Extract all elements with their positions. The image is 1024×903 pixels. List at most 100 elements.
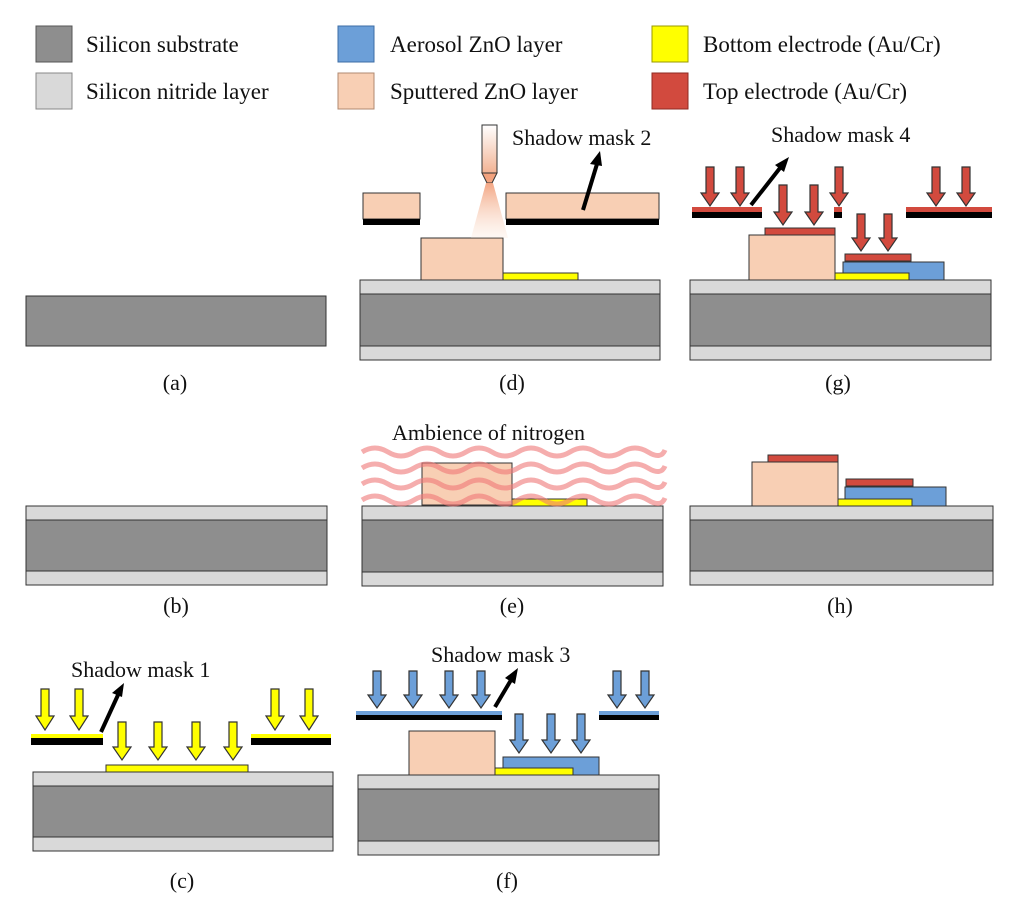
down-arrow-icon [111,721,133,762]
mask-right-coating [251,734,331,738]
legend-label-aerosol-zno: Aerosol ZnO layer [390,32,563,57]
panel-e: Ambience of nitrogen (e) [360,420,668,618]
legend-label-substrate: Silicon substrate [86,32,239,57]
nitride-bottom-layer [357,840,660,856]
legend-swatch-aerosol-zno [337,25,375,63]
panel-label-b: (b) [163,593,189,618]
legend-label-top-electrode: Top electrode (Au/Cr) [703,79,907,104]
panel-c: Shadow mask 1 (c) [31,657,334,893]
legend-swatch-top-electrode [651,72,689,110]
mask-left [692,212,762,218]
panel-label-f: (f) [496,868,518,893]
legend-item-sputtered-zno: Sputtered ZnO layer [337,72,578,110]
sputtered-zno-block [748,234,836,281]
mask-left-coating [31,734,103,738]
down-arrow-icon [729,166,751,208]
nitride-bottom-layer [25,570,328,586]
legend-label-nitride: Silicon nitride layer [86,79,269,104]
silicon-substrate [357,788,660,842]
annotation-mask4: Shadow mask 4 [771,122,910,147]
shadow-mask-2 [362,192,660,225]
legend-label-bottom-electrode: Bottom electrode (Au/Cr) [703,32,941,57]
top-electrode-1 [764,227,836,236]
panel-label-d: (d) [499,370,525,395]
bottom-electrode [105,764,249,773]
down-arrow-icon [828,166,850,208]
down-arrow-icon [264,688,286,732]
sputtered-zno-block [408,730,496,776]
sputtered-zno-block [420,237,504,281]
mask-mid [834,212,842,218]
down-arrow-icon [955,166,977,208]
silicon-substrate [25,295,327,347]
panel-label-a: (a) [163,370,187,395]
legend-swatch-substrate [35,25,73,63]
panel-h: (h) [689,454,994,618]
nitride-bottom-layer [359,345,661,361]
nitride-top-layer [357,774,660,790]
mask-right [906,212,992,218]
shadow-mask-3 [356,711,659,720]
down-arrow-icon [34,688,56,732]
down-arrow-icon [877,213,899,253]
down-arrow-icon [68,688,90,732]
legend-swatch-nitride [35,72,73,110]
down-arrow-icon [540,713,562,755]
panel-label-h: (h) [827,593,853,618]
down-arrow-icon [366,670,388,710]
deposition-arrows-zno [366,670,656,755]
down-arrow-icon [699,166,721,208]
mask-right-coating [906,207,992,212]
deposition-arrows-gold [34,688,320,762]
mask-left [31,738,103,745]
down-arrow-icon [222,721,244,762]
top-electrode-2 [845,478,914,487]
mask-left-coating [692,207,762,212]
legend-swatch-sputtered-zno [337,72,375,110]
annotation-mask1: Shadow mask 1 [71,657,210,682]
shadow-mask-1 [31,734,331,745]
mask-right-base [506,219,659,225]
nitride-bottom-layer [32,836,334,852]
nitride-bottom-layer [361,571,664,587]
nitride-bottom-layer [689,345,992,361]
silicon-substrate [359,293,661,347]
down-arrow-icon [803,184,825,227]
top-electrode-2 [844,253,912,262]
aerosol-nozzle-icon [471,124,508,238]
mask-right [251,738,331,745]
legend-item-aerosol-zno: Aerosol ZnO layer [337,25,563,63]
panel-label-c: (c) [170,868,194,893]
pointer-arrow-mask2 [581,151,602,211]
mask-left-coating [356,711,502,715]
nitride-top-layer [689,279,992,295]
down-arrow-icon [925,166,947,208]
silicon-substrate [689,293,992,347]
legend-item-bottom-electrode: Bottom electrode (Au/Cr) [651,25,941,63]
annotation-mask3: Shadow mask 3 [431,642,570,667]
pointer-arrow-mask3 [493,668,518,709]
top-electrode-1 [767,454,839,463]
down-arrow-icon [298,688,320,732]
mask-left [362,192,421,220]
panel-f: Shadow mask 3 (f) [356,642,660,893]
mask-mid-coating [834,207,842,212]
silicon-substrate [689,519,994,572]
down-arrow-icon [402,670,424,710]
panel-a: (a) [25,295,327,395]
legend-swatch-bottom-electrode [651,25,689,63]
down-arrow-icon [147,721,169,762]
mask-right-coating [599,711,659,715]
down-arrow-icon [570,713,592,755]
mask-left-base [363,219,420,225]
down-arrow-icon [850,213,872,253]
mask-right [599,715,659,720]
panel-label-g: (g) [825,370,851,395]
annotation-nitrogen: Ambience of nitrogen [392,420,585,445]
nitride-top-layer [25,505,328,521]
down-arrow-icon [606,670,628,710]
silicon-substrate [32,785,334,838]
legend-item-substrate: Silicon substrate [35,25,239,63]
down-arrow-icon [508,713,530,755]
